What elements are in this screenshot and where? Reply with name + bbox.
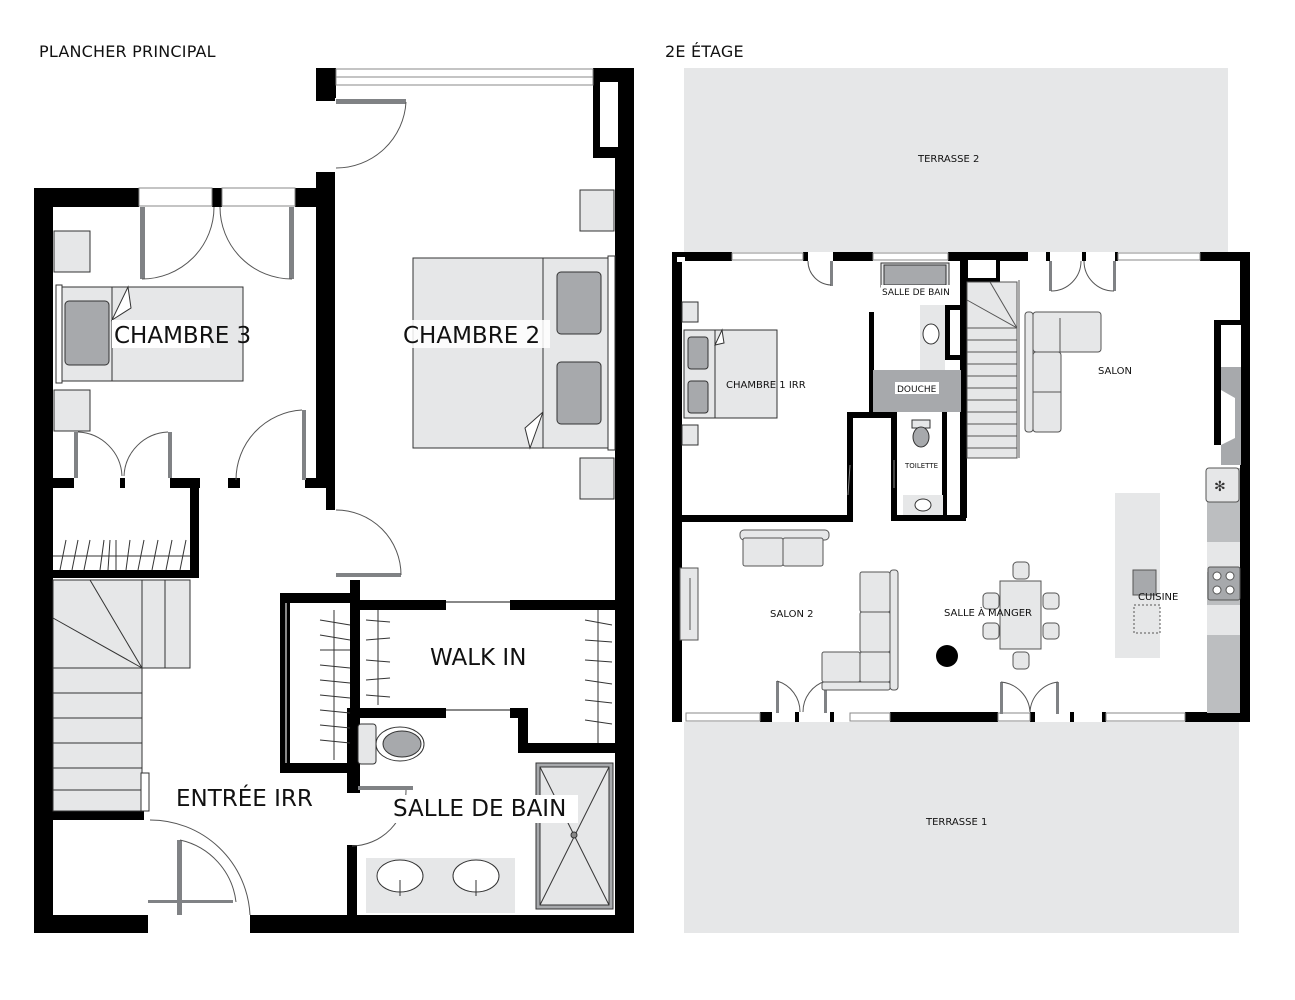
room-label-salon: SALON <box>1098 366 1132 377</box>
chambre-2-furniture <box>412 189 616 500</box>
chambre-1-furniture <box>681 301 778 446</box>
room-label-terrasse-2: TERRASSE 2 <box>917 154 979 165</box>
room-label-salon-2: SALON 2 <box>770 609 813 620</box>
second-floor-doors <box>776 260 1116 714</box>
main-bathroom-fixtures <box>357 723 614 913</box>
corner-post <box>677 257 685 262</box>
main-floor-labels: CHAMBRE 3 CHAMBRE 2 WALK IN ENTRÉE IRR S… <box>112 320 578 823</box>
main-floor-walls <box>34 68 634 933</box>
room-label-walk-in: WALK IN <box>430 645 526 671</box>
second-floor-windows <box>685 252 1201 722</box>
dining-table <box>982 561 1060 670</box>
closet-hanger-ticks <box>319 619 613 744</box>
room-label-salle-a-manger: SALLE À MANGER <box>944 606 1032 619</box>
second-bathroom-fixtures <box>873 262 961 515</box>
main-stairs <box>52 579 191 812</box>
room-label-chambre-2: CHAMBRE 2 <box>403 323 540 349</box>
kitchen-fixtures: ✻ <box>1115 467 1241 713</box>
room-label-salle-de-bain-main: SALLE DE BAIN <box>393 796 566 822</box>
second-floor-plan: ✻ <box>672 68 1250 933</box>
room-label-toilette: TOILETTE <box>904 462 938 470</box>
main-floor-plan: CHAMBRE 3 CHAMBRE 2 WALK IN ENTRÉE IRR S… <box>34 68 634 933</box>
terrasse-1 <box>684 722 1239 933</box>
second-floor-labels: TERRASSE 2 SALLE DE BAIN CHAMBRE 1 IRR D… <box>726 154 1178 828</box>
salon-furniture <box>1024 311 1241 465</box>
stair-post <box>140 772 150 812</box>
room-label-cuisine: CUISINE <box>1138 592 1178 603</box>
column-post <box>936 645 958 667</box>
room-label-douche: DOUCHE <box>897 385 937 395</box>
second-floor-stairs <box>966 280 1020 459</box>
room-label-salle-de-bain-2: SALLE DE BAIN <box>882 288 950 298</box>
wall-niche-2 <box>968 260 996 278</box>
main-floor-windows <box>138 68 594 207</box>
fridge-icon: ✻ <box>1214 479 1226 495</box>
room-label-chambre-1: CHAMBRE 1 IRR <box>726 380 806 391</box>
floor-title-main: PLANCHER PRINCIPAL <box>39 42 216 61</box>
wall-niche <box>600 82 618 147</box>
room-label-chambre-3: CHAMBRE 3 <box>114 323 251 349</box>
terrasse-2 <box>684 68 1228 253</box>
room-label-terrasse-1: TERRASSE 1 <box>925 817 987 828</box>
floor-title-second: 2E ÉTAGE <box>665 42 744 61</box>
closet-hangers <box>53 539 599 760</box>
main-floor-doors <box>74 99 510 916</box>
salon-2-furniture <box>679 529 899 691</box>
room-label-entree: ENTRÉE IRR <box>176 784 313 812</box>
